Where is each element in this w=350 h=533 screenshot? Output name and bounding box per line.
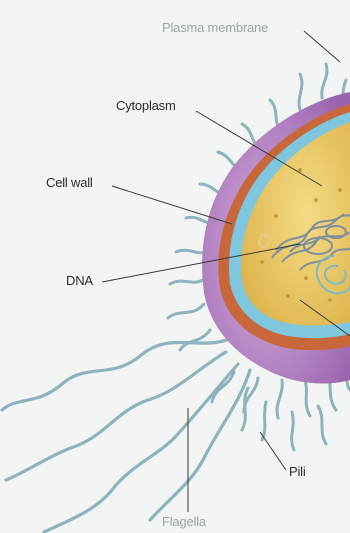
leader-line-pili	[260, 432, 286, 470]
label-dna: DNA	[66, 273, 93, 288]
label-plasma-membrane: Plasma membrane	[162, 20, 268, 35]
label-pili: Pili	[289, 464, 306, 479]
label-cell-wall: Cell wall	[46, 175, 93, 190]
leader-line-plasma-membrane	[304, 31, 340, 62]
flagella	[2, 338, 250, 532]
label-cytoplasm: Cytoplasm	[116, 98, 176, 113]
label-flagella: Flagella	[162, 514, 206, 529]
